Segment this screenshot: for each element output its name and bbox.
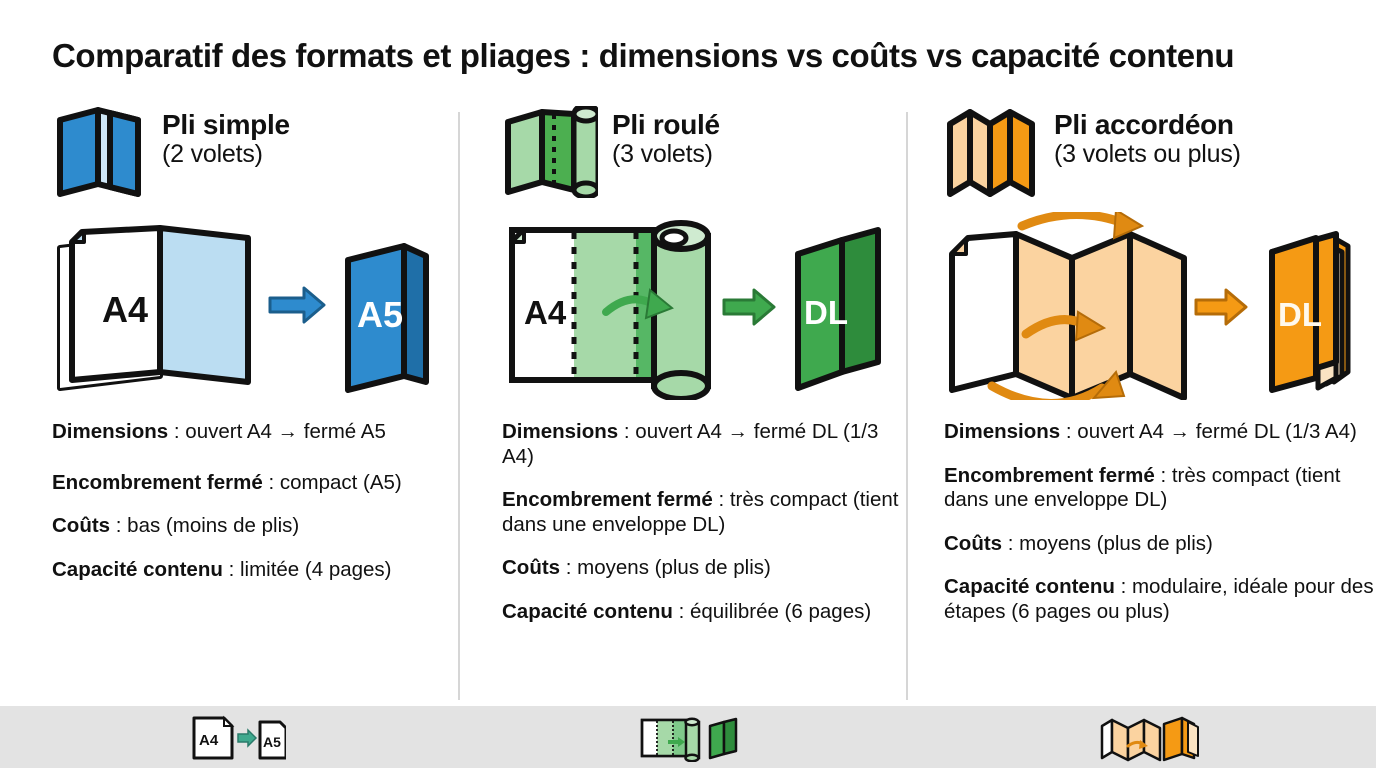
specs-pli-roule: Dimensions : ouvert A4 → fermé DL (1/3 A…: [502, 420, 906, 625]
spec-row: Dimensions : ouvert A4 → fermé DL (1/3 A…: [502, 420, 906, 469]
spec-row: Coûts : moyens (plus de plis): [944, 532, 1376, 557]
spec-sep: :: [560, 556, 578, 580]
fold-arrow-bottom: [987, 369, 1126, 400]
spec-label: Dimensions: [944, 420, 1061, 443]
thumb-roll-fold: [638, 714, 738, 762]
spec-sep: :: [110, 514, 128, 538]
thumb-accordion-fold: [1098, 714, 1202, 762]
column-title: Pli roulé: [612, 109, 720, 140]
spec-value: bas (moins de plis): [127, 514, 300, 538]
spec-sep: :: [262, 470, 280, 494]
spec-value: ouvert A4 → fermé DL (1/3 A4): [502, 420, 879, 468]
spec-sep: :: [222, 557, 240, 581]
spec-label: Coûts: [52, 514, 111, 538]
column-pli-simple: Pli simple (2 volets): [0, 104, 458, 702]
spec-label: Capacité contenu: [502, 599, 673, 623]
transform-arrow: [1194, 288, 1248, 326]
column-subtitle: (2 volets): [162, 139, 263, 168]
spec-sep: :: [618, 420, 636, 443]
column-header-pli-accordeon: Pli accordéon (3 volets ou plus): [944, 104, 1376, 202]
accordion-fold-diagram: DL: [944, 212, 1376, 400]
spec-sep: :: [1114, 575, 1132, 599]
label-a4: A4: [524, 294, 567, 331]
specs-pli-accordeon: Dimensions : ouvert A4 → fermé DL (1/3 A…: [944, 420, 1376, 625]
spec-label: Encombrement fermé: [502, 488, 713, 512]
spec-label: Encombrement fermé: [944, 463, 1155, 487]
spec-value: compact (A5): [279, 470, 402, 494]
spec-value: équilibrée (6 pages): [689, 599, 872, 623]
column-header-text-pli-roule: Pli roulé (3 volets): [612, 104, 720, 168]
spec-row: Encombrement fermé : très compact (tient…: [502, 488, 906, 537]
footer-bar: A4 A5: [0, 706, 1376, 768]
spec-row: Capacité contenu : limitée (4 pages): [52, 558, 458, 583]
spec-row: Dimensions : ouvert A4 → fermé DL (1/3 A…: [944, 420, 1376, 445]
spec-value: ouvert A4 → fermé A5: [185, 420, 386, 443]
fold-arrow-top: [1017, 212, 1145, 240]
spec-sep: :: [1002, 531, 1020, 555]
spec-label: Encombrement fermé: [52, 470, 263, 494]
column-divider: [906, 112, 908, 700]
spec-row: Encombrement fermé : très compact (tient…: [944, 464, 1376, 513]
label-dl: DL: [804, 294, 848, 331]
spec-sep: :: [712, 488, 730, 512]
label-a5: A5: [357, 294, 403, 335]
spec-row: Capacité contenu : modulaire, idéale pou…: [944, 575, 1376, 624]
spec-sep: :: [1060, 420, 1078, 443]
page-title: Comparatif des formats et pliages : dime…: [52, 37, 1235, 74]
spec-row: Dimensions : ouvert A4 → fermé A5: [52, 420, 458, 445]
column-title: Pli accordéon: [1054, 109, 1234, 140]
spec-value: ouvert A4 → fermé DL (1/3 A4): [1077, 420, 1357, 443]
thumb-label-a5: A5: [263, 734, 281, 750]
specs-pli-simple: Dimensions : ouvert A4 → fermé A5 Encomb…: [52, 420, 458, 582]
spec-sep: :: [672, 599, 690, 623]
fold-arrow-middle: [1021, 310, 1107, 342]
spec-value: moyens (plus de plis): [1019, 531, 1213, 555]
spec-label: Coûts: [944, 531, 1003, 555]
spec-value: moyens (plus de plis): [577, 556, 771, 580]
single-fold-icon: [52, 106, 148, 198]
roll-fold-diagram: A4 DL: [502, 212, 906, 400]
spec-row: Coûts : bas (moins de plis): [52, 514, 458, 539]
spec-row: Capacité contenu : équilibrée (6 pages): [502, 600, 906, 625]
spec-row: Coûts : moyens (plus de plis): [502, 556, 906, 581]
thumb-label-a4: A4: [199, 732, 219, 749]
column-header-text-pli-simple: Pli simple (2 volets): [162, 104, 290, 168]
column-pli-roule: Pli roulé (3 volets): [458, 104, 906, 702]
spec-label: Dimensions: [52, 420, 169, 443]
accordion-fold-icon: [944, 106, 1040, 198]
spec-label: Capacité contenu: [944, 575, 1115, 599]
column-subtitle: (3 volets ou plus): [1054, 139, 1241, 168]
column-divider: [458, 112, 460, 700]
spec-label: Dimensions: [502, 420, 619, 443]
column-header-pli-simple: Pli simple (2 volets): [52, 104, 458, 202]
spec-value: modulaire, idéale pour des étapes (6 pag…: [944, 575, 1374, 623]
spec-value: très compact (tient dans une enveloppe D…: [944, 463, 1341, 512]
transform-arrow: [722, 288, 776, 326]
thumb-single-fold: A4 A5: [190, 714, 286, 762]
label-a4: A4: [102, 289, 148, 330]
spec-label: Capacité contenu: [52, 557, 223, 581]
column-subtitle: (3 volets): [612, 139, 713, 168]
spec-value: très compact (tient dans une enveloppe D…: [502, 488, 899, 536]
spec-sep: :: [1154, 463, 1172, 487]
roll-fold-icon: [502, 106, 598, 198]
column-header-pli-roule: Pli roulé (3 volets): [502, 104, 906, 202]
spec-row: Encombrement fermé : compact (A5): [52, 471, 458, 496]
label-dl: DL: [1278, 296, 1322, 333]
transform-arrow: [268, 286, 326, 324]
spec-label: Coûts: [502, 556, 561, 580]
column-title: Pli simple: [162, 109, 290, 140]
single-fold-diagram: A4 A5: [52, 212, 458, 400]
column-header-text-pli-accordeon: Pli accordéon (3 volets ou plus): [1054, 104, 1241, 168]
roll-direction-arrow: [602, 288, 674, 320]
spec-sep: :: [168, 420, 186, 443]
comparison-columns: Pli simple (2 volets): [0, 104, 1376, 702]
spec-value: limitée (4 pages): [239, 557, 392, 581]
column-pli-accordeon: Pli accordéon (3 volets ou plus): [906, 104, 1376, 702]
